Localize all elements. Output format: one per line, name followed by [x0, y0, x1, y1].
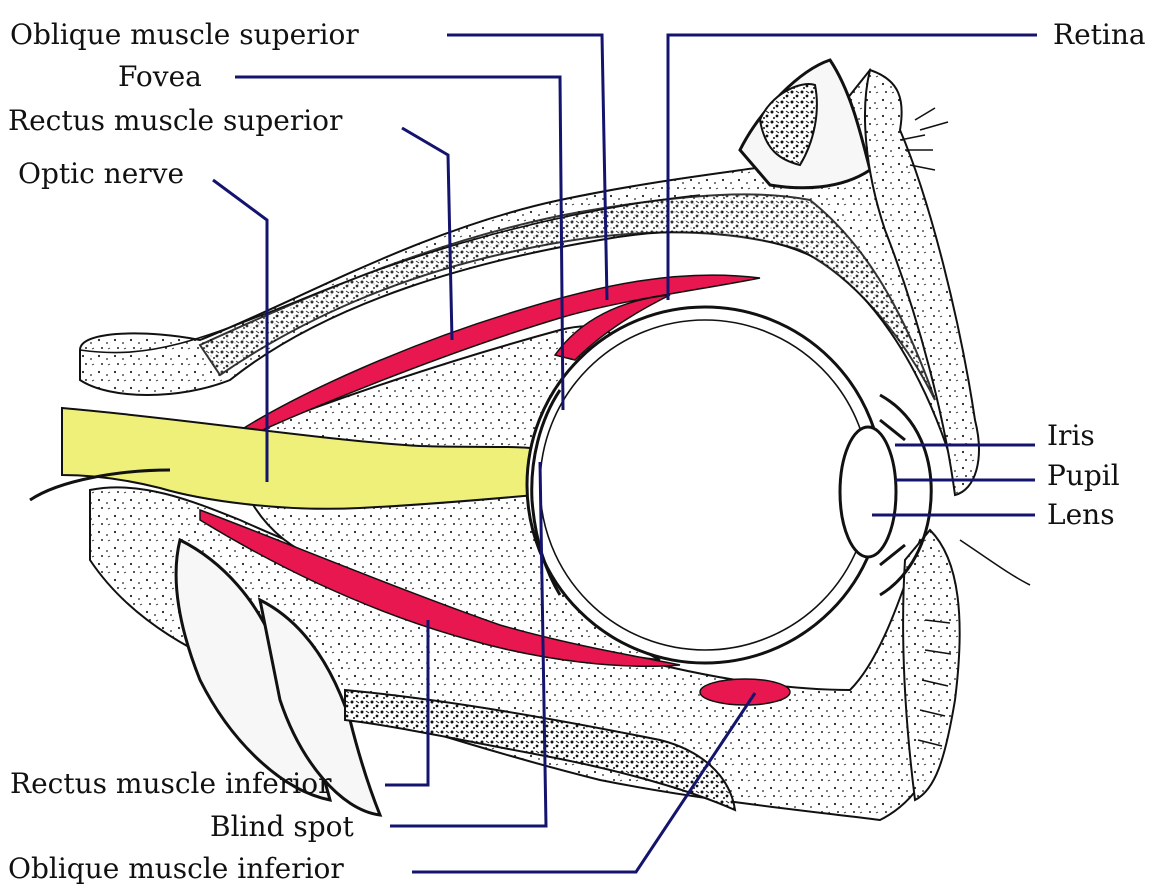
label-optic-nerve: Optic nerve: [18, 157, 184, 190]
label-blind-spot: Blind spot: [210, 810, 354, 843]
lens-shape: [840, 427, 896, 557]
label-retina: Retina: [1053, 18, 1146, 51]
label-iris: Iris: [1047, 419, 1095, 452]
label-fovea: Fovea: [118, 60, 202, 93]
label-rectus-inferior: Rectus muscle inferior: [10, 767, 332, 800]
label-pupil: Pupil: [1047, 459, 1120, 492]
eyeball: [527, 307, 883, 663]
label-oblique-superior: Oblique muscle superior: [10, 18, 359, 51]
lower-eyelid: [903, 530, 960, 800]
skin-curve-right: [960, 540, 1030, 585]
inferior-oblique-muscle: [700, 679, 790, 705]
label-rectus-superior: Rectus muscle superior: [8, 104, 343, 137]
label-oblique-inferior: Oblique muscle inferior: [8, 852, 344, 885]
label-lens: Lens: [1047, 498, 1115, 531]
